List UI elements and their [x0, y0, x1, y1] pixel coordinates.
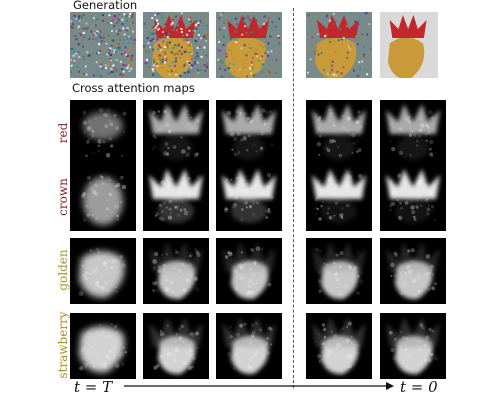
- attention-map-r1-c1: [70, 100, 136, 166]
- row-label-crown: crown: [56, 178, 70, 216]
- attention-map-r3-c4: [306, 238, 372, 304]
- attention-map-r4-c1: [70, 313, 136, 379]
- attention-map-r1-c2: [143, 100, 209, 166]
- attention-map-r3-c2: [143, 238, 209, 304]
- attention-map-r1-c5: [380, 100, 446, 166]
- row-label-red: red: [56, 122, 70, 144]
- row-label-golden: golden: [56, 249, 70, 291]
- attention-map-r1-c4: [306, 100, 372, 166]
- generation-title: Generation: [73, 0, 138, 12]
- time-start-label: t = T: [74, 378, 113, 396]
- attention-map-r2-c4: [306, 165, 372, 231]
- attention-map-r2-c2: [143, 165, 209, 231]
- attention-map-r4-c4: [306, 313, 372, 379]
- attention-map-r3-c1: [70, 238, 136, 304]
- row-label-strawberry: strawberry: [56, 311, 70, 379]
- generation-image-1: [70, 12, 136, 78]
- attention-map-r3-c5: [380, 238, 446, 304]
- attention-map-r3-c3: [216, 238, 282, 304]
- generation-image-5: [380, 12, 438, 78]
- time-end-label: t = 0: [400, 378, 438, 396]
- attention-map-r4-c5: [380, 313, 446, 379]
- attention-map-r2-c1: [70, 165, 136, 231]
- timestep-divider: [293, 8, 294, 388]
- generation-image-2: [143, 12, 209, 78]
- attention-title: Cross attention maps: [72, 81, 195, 95]
- attention-map-r2-c3: [216, 165, 282, 231]
- attention-map-r4-c3: [216, 313, 282, 379]
- generation-image-3: [216, 12, 282, 78]
- generation-image-4: [306, 12, 372, 78]
- attention-map-r1-c3: [216, 100, 282, 166]
- attention-map-r2-c5: [380, 165, 446, 231]
- attention-map-r4-c2: [143, 313, 209, 379]
- time-arrow: [124, 382, 394, 390]
